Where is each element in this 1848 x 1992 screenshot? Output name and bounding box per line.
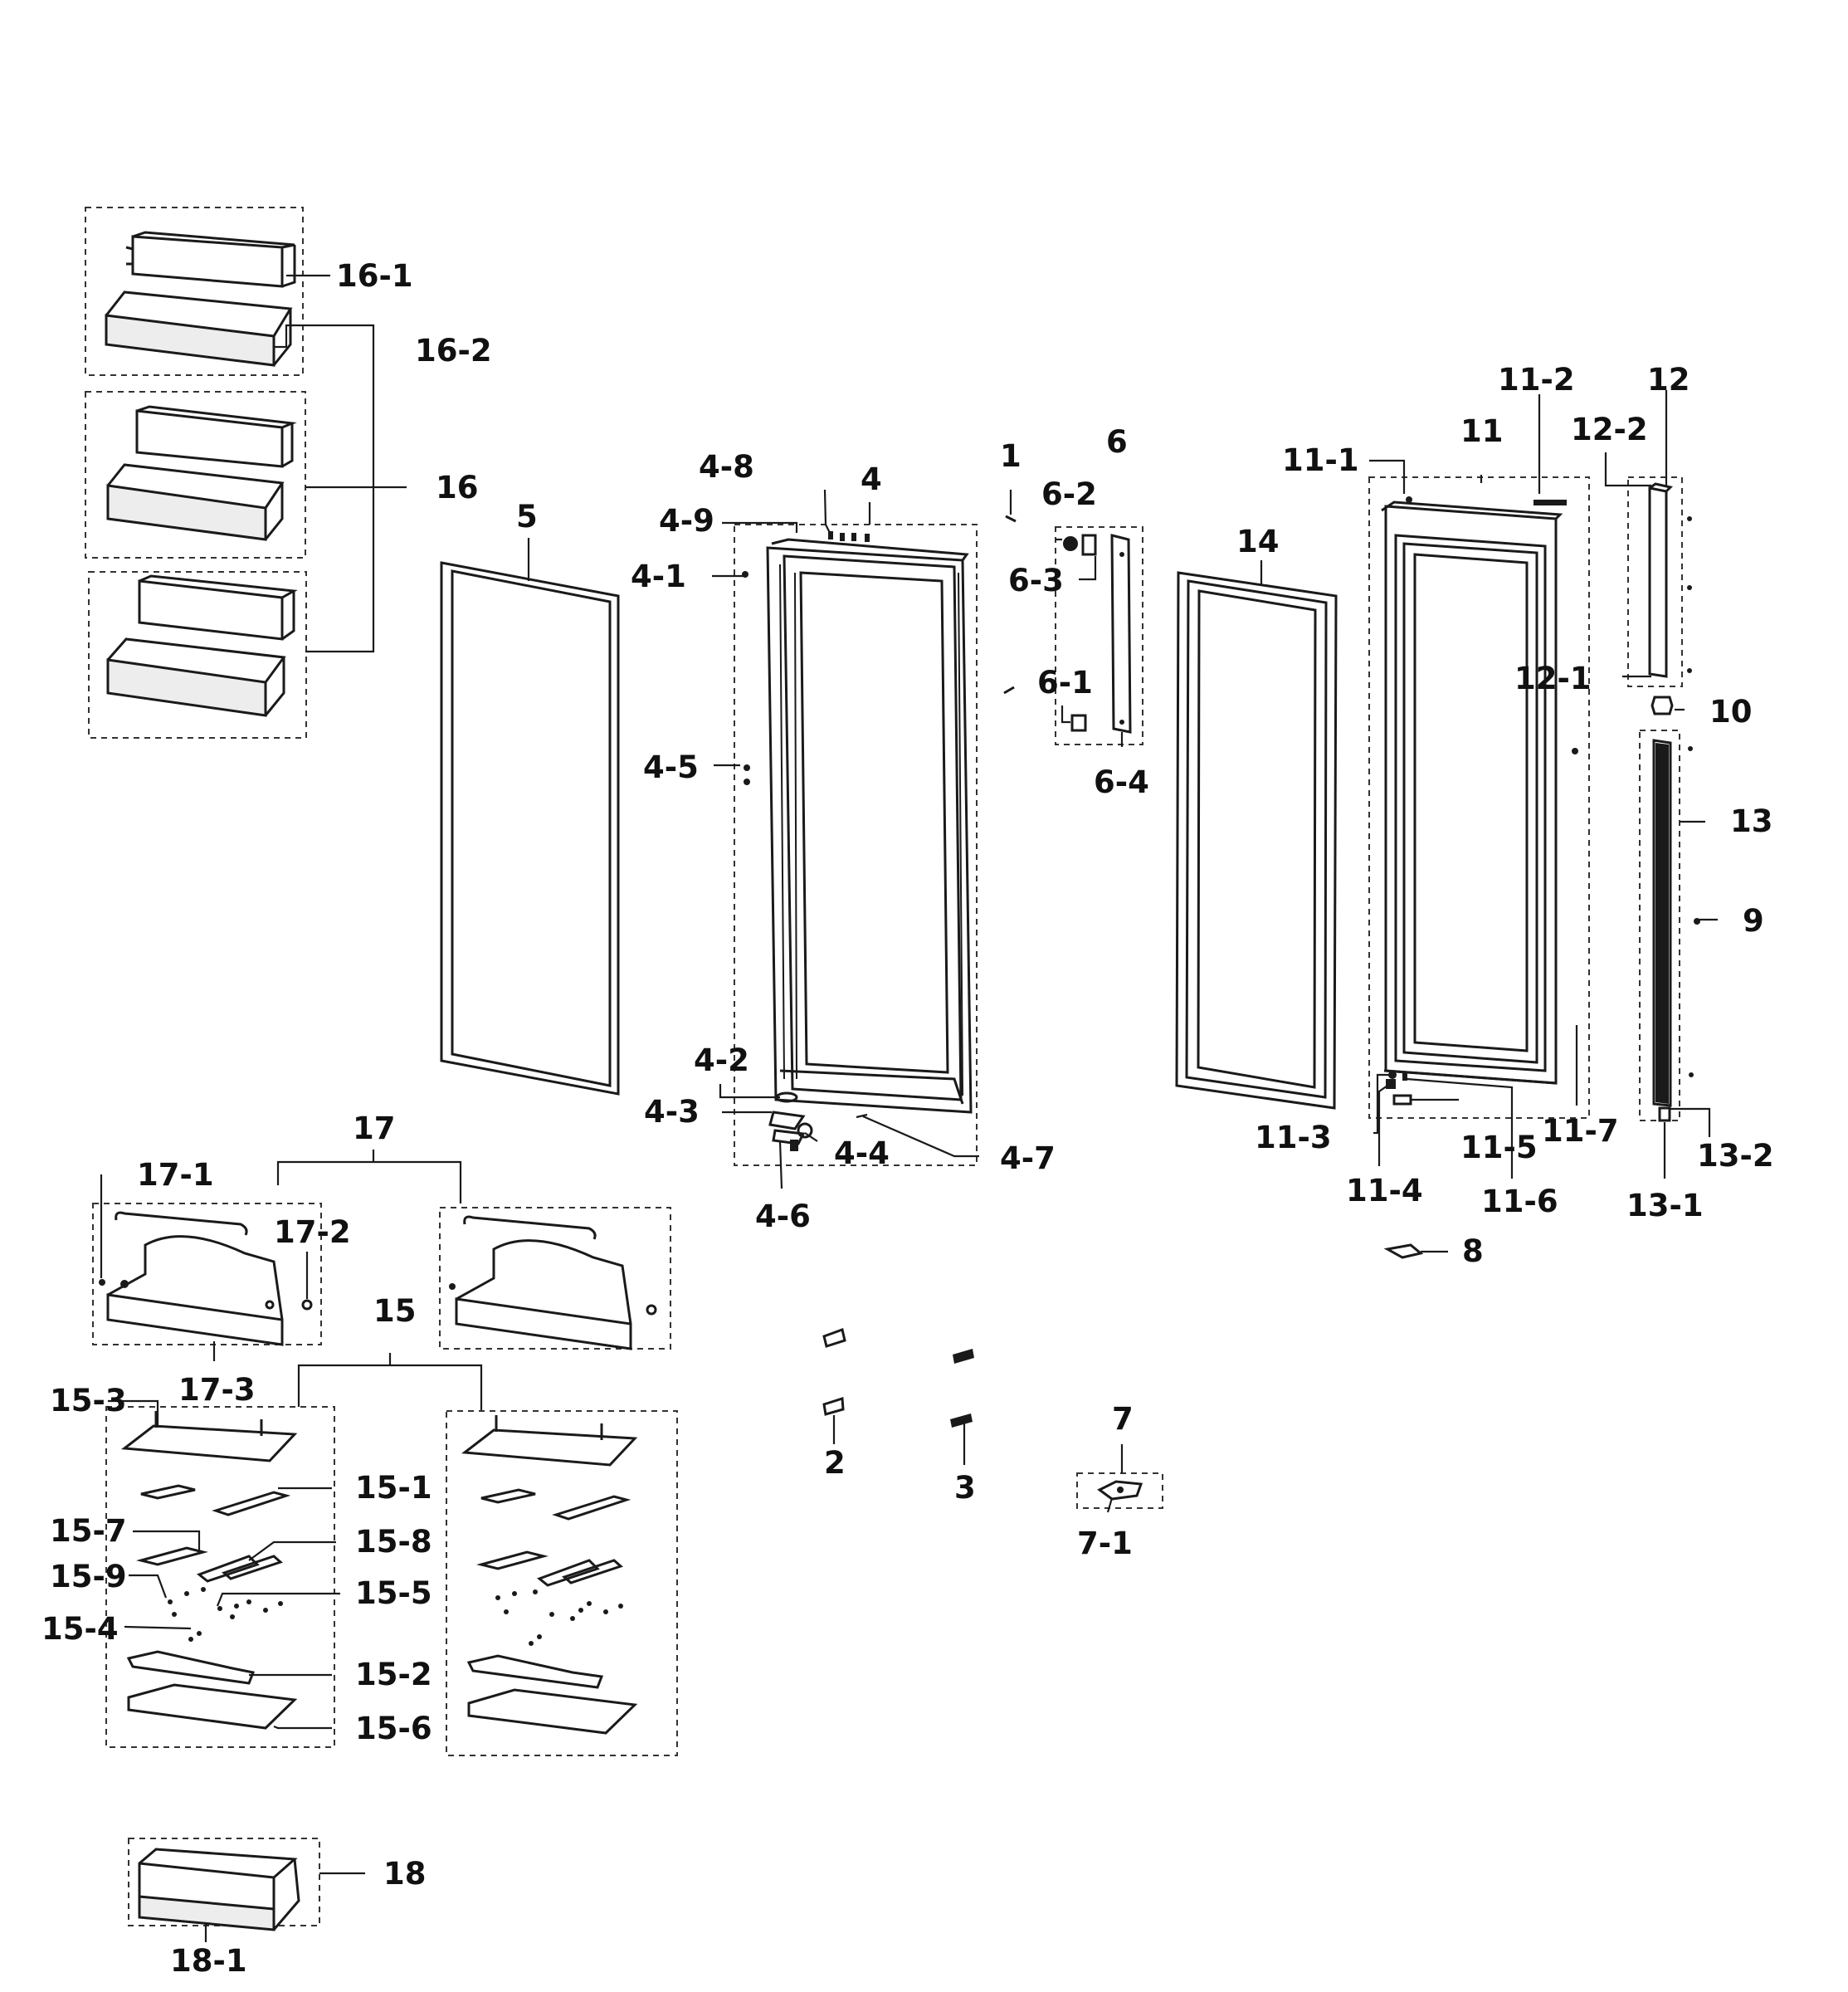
label-11-3: 11-3 bbox=[1255, 1120, 1332, 1155]
label-17-2: 17-2 bbox=[274, 1214, 351, 1250]
label-16: 16 bbox=[436, 470, 479, 505]
group-15-shelves bbox=[105, 1353, 678, 1756]
hinge-group-6 bbox=[1003, 490, 1143, 747]
bin-guard-16-b bbox=[135, 405, 297, 468]
label-4-5: 4-5 bbox=[643, 749, 699, 785]
label-15: 15 bbox=[373, 1293, 417, 1329]
label-11-4: 11-4 bbox=[1346, 1173, 1423, 1208]
label-18: 18 bbox=[383, 1856, 427, 1892]
callout-labels: 16-1 16-2 16 5 4-8 4 4-9 4-1 4-5 4-2 4-3… bbox=[41, 258, 1774, 1979]
bin-16-c bbox=[106, 637, 286, 717]
label-10: 10 bbox=[1709, 694, 1753, 730]
label-13: 13 bbox=[1730, 803, 1773, 839]
label-4-1: 4-1 bbox=[631, 559, 686, 594]
label-11: 11 bbox=[1460, 413, 1504, 449]
label-12-1: 12-1 bbox=[1514, 661, 1592, 696]
label-15-3: 15-3 bbox=[50, 1383, 127, 1418]
label-12: 12 bbox=[1647, 362, 1690, 398]
label-4-2: 4-2 bbox=[694, 1042, 749, 1078]
label-3: 3 bbox=[954, 1470, 976, 1506]
label-15-9: 15-9 bbox=[50, 1559, 127, 1594]
bin-16-2 bbox=[105, 290, 293, 367]
label-12-2: 12-2 bbox=[1571, 412, 1648, 447]
label-7-1: 7-1 bbox=[1077, 1526, 1133, 1561]
label-15-6: 15-6 bbox=[355, 1711, 432, 1746]
label-6-3: 6-3 bbox=[1008, 563, 1064, 598]
label-13-1: 13-1 bbox=[1626, 1188, 1704, 1223]
hinge-group-12-13 bbox=[1604, 390, 1718, 1179]
parts-2-3-7 bbox=[822, 1328, 1163, 1513]
label-14: 14 bbox=[1236, 524, 1280, 559]
label-4-6: 4-6 bbox=[755, 1199, 811, 1234]
label-11-1: 11-1 bbox=[1282, 442, 1359, 478]
label-6: 6 bbox=[1106, 424, 1128, 460]
gasket-5 bbox=[440, 538, 620, 1096]
label-11-7: 11-7 bbox=[1542, 1113, 1619, 1149]
label-15-2: 15-2 bbox=[355, 1657, 432, 1692]
group-16-door-bins bbox=[85, 207, 407, 739]
label-4-3: 4-3 bbox=[644, 1094, 700, 1130]
label-15-7: 15-7 bbox=[50, 1513, 127, 1549]
group-17-holders bbox=[92, 1150, 671, 1361]
label-6-1: 6-1 bbox=[1037, 665, 1093, 701]
label-11-5: 11-5 bbox=[1460, 1130, 1538, 1165]
label-6-4: 6-4 bbox=[1094, 764, 1149, 800]
label-4-4: 4-4 bbox=[834, 1135, 890, 1171]
label-8: 8 bbox=[1462, 1233, 1484, 1269]
door-assembly-4 bbox=[712, 489, 979, 1189]
part-8 bbox=[1383, 1243, 1448, 1259]
label-4-7: 4-7 bbox=[1000, 1140, 1056, 1176]
label-9: 9 bbox=[1743, 903, 1764, 939]
label-15-8: 15-8 bbox=[355, 1524, 432, 1560]
label-2: 2 bbox=[824, 1445, 846, 1481]
label-16-2: 16-2 bbox=[415, 333, 492, 369]
label-11-6: 11-6 bbox=[1481, 1184, 1558, 1219]
label-6-2: 6-2 bbox=[1041, 476, 1097, 512]
label-7: 7 bbox=[1112, 1401, 1134, 1437]
gasket-14 bbox=[1175, 560, 1338, 1110]
label-4-8: 4-8 bbox=[699, 449, 754, 485]
door-assembly-11 bbox=[1368, 394, 1590, 1179]
label-16-1: 16-1 bbox=[336, 258, 413, 294]
label-17-3: 17-3 bbox=[178, 1372, 256, 1408]
label-17-1: 17-1 bbox=[137, 1157, 214, 1193]
label-15-4: 15-4 bbox=[41, 1611, 119, 1647]
label-13-2: 13-2 bbox=[1697, 1138, 1774, 1174]
label-18-1: 18-1 bbox=[170, 1943, 247, 1979]
bin-16-b bbox=[106, 463, 285, 541]
label-1: 1 bbox=[1000, 438, 1022, 474]
label-5: 5 bbox=[516, 499, 538, 535]
label-4-9: 4-9 bbox=[659, 503, 714, 539]
label-15-1: 15-1 bbox=[355, 1470, 432, 1506]
label-4: 4 bbox=[861, 461, 882, 497]
bin-guard-16-c bbox=[138, 574, 298, 641]
bin-guard-16-1 bbox=[125, 231, 296, 288]
label-17: 17 bbox=[353, 1111, 396, 1146]
label-15-5: 15-5 bbox=[355, 1575, 432, 1611]
label-11-2: 11-2 bbox=[1498, 362, 1575, 398]
group-18-bin bbox=[128, 1838, 365, 1942]
